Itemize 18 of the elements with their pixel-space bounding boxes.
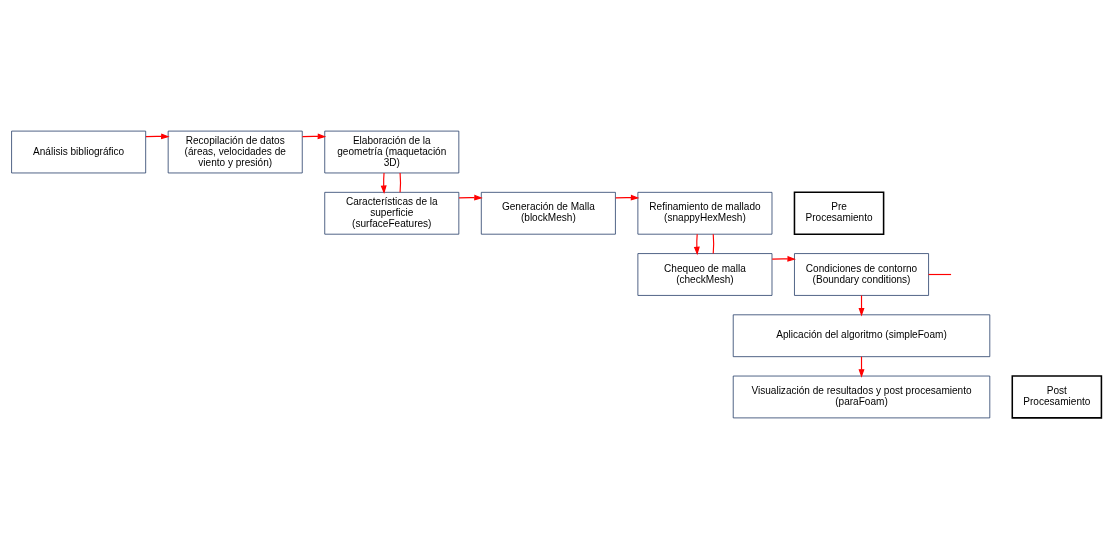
node-box: Refinamiento de mallado (snappyHexMesh) (637, 191, 773, 235)
node-box: Post Procesamiento (1011, 375, 1103, 419)
node-box: Recopilación de datos (áreas, velocidades de viento y presión) (167, 130, 303, 174)
node-box: Visualización de resultados y post procesamiento (paraFoam) (732, 375, 991, 419)
arrow (771, 255, 796, 262)
node-box: Características de la superficie (surfaceFeatures) (324, 191, 460, 235)
node-box: Chequeo de malla (checkMesh) (637, 253, 773, 296)
connector (399, 172, 402, 193)
node-box: Aplicación del algoritmo (simpleFoam) (732, 314, 991, 358)
node-box: Análisis bibliográfico (11, 130, 147, 174)
node-box: Elaboración de la geometría (maquetación 3D) (324, 130, 460, 174)
node-box: Pre Procesamiento (793, 191, 885, 235)
arrow (693, 233, 700, 256)
connector (712, 233, 715, 255)
arrow (380, 172, 387, 195)
node-box: Condiciones de contorno (Boundary conditions) (794, 253, 929, 296)
node-box: Generación de Malla (blockMesh) (480, 191, 616, 235)
connector (928, 273, 952, 276)
